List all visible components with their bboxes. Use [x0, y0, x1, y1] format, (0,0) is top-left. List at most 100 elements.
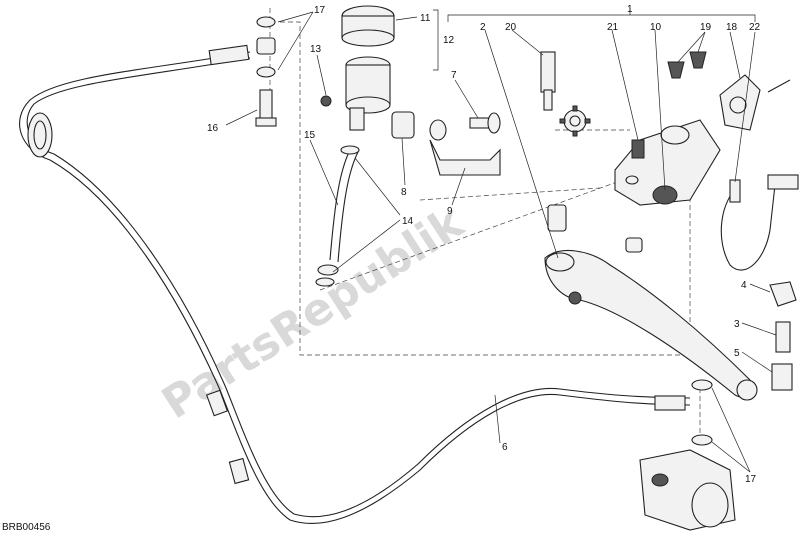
clutch-switch-wire	[720, 184, 776, 271]
sealing-washer-bottom	[256, 66, 276, 78]
leader-7	[454, 79, 479, 119]
leader-5	[741, 351, 773, 373]
leader-21	[611, 29, 639, 141]
leader-3	[741, 322, 777, 336]
reservoir-hose	[329, 149, 351, 261]
callout-9: 9	[447, 206, 453, 217]
leader-17b-2	[711, 441, 751, 473]
leader-22	[734, 31, 756, 183]
bleed-cap	[769, 281, 797, 307]
washer-slave-bottom	[691, 434, 713, 446]
clutch-switch	[767, 174, 799, 190]
callout-17-top: 17	[314, 5, 326, 16]
callout-16: 16	[207, 123, 219, 134]
leader-14a	[354, 157, 401, 216]
clutch-hose	[19, 51, 691, 525]
gear-icon	[559, 105, 591, 137]
leader-11	[395, 16, 418, 21]
callout-22: 22	[749, 22, 761, 33]
leader-19a	[677, 31, 706, 63]
banjo-fitting	[256, 37, 276, 55]
callout-15: 15	[304, 130, 316, 141]
hose-clamp-lower	[315, 277, 335, 287]
hose-clamp-top	[340, 145, 360, 155]
clamp-bolt-1	[667, 61, 685, 79]
callout-4: 4	[741, 280, 747, 291]
switch-connector	[729, 179, 741, 203]
clamp-screw	[767, 79, 791, 93]
master-cylinder-hole	[625, 175, 639, 185]
leader-13	[316, 54, 327, 96]
callout-5: 5	[734, 348, 740, 359]
master-cylinder-port	[660, 125, 690, 145]
leader-10	[654, 29, 666, 191]
hose-end-fitting	[654, 395, 686, 411]
reservoir-nozzle	[349, 107, 365, 131]
callout-1: 1	[627, 4, 633, 15]
hose-sleeve-2	[228, 457, 250, 485]
leader-2	[484, 29, 559, 259]
leader-14b	[332, 219, 401, 273]
spacer-ring	[429, 119, 447, 141]
banjo-bolt-head	[255, 117, 277, 127]
reservoir-bracket-plate	[429, 139, 501, 176]
banjo-bolt	[259, 89, 273, 121]
bleed-valve	[775, 321, 791, 353]
leader-15	[309, 139, 339, 206]
sealing-washer-top	[256, 16, 276, 28]
callout-8: 8	[401, 187, 407, 198]
callout-10: 10	[650, 22, 662, 33]
assembly-box	[280, 21, 691, 356]
master-cylinder-screw	[631, 139, 645, 159]
pivot-pin	[540, 51, 556, 93]
assembly-bracket	[447, 14, 756, 22]
leader-19b	[697, 31, 706, 53]
watermark: PartsRepublik	[153, 196, 473, 429]
callout-12: 12	[443, 35, 455, 46]
clutch-lever	[544, 250, 754, 398]
callout-20: 20	[505, 22, 517, 33]
clamp-hole	[729, 96, 747, 114]
leader-9	[451, 167, 466, 206]
leader-6	[494, 394, 501, 444]
leader-20	[511, 29, 544, 56]
callout-18: 18	[726, 22, 738, 33]
hose-top-fitting	[208, 44, 250, 66]
leader-17a-2	[277, 11, 314, 71]
slave-cylinder-bore	[691, 482, 729, 528]
pivot-pin-thread	[543, 89, 553, 111]
assembly-guide-line	[319, 169, 651, 291]
washer-slave-top	[691, 379, 713, 391]
reservoir-hose-inner	[337, 151, 359, 263]
callout-3: 3	[734, 319, 740, 330]
callout-14: 14	[402, 216, 414, 227]
callout-19: 19	[700, 22, 712, 33]
lever-pivot	[545, 252, 575, 272]
leader-4	[749, 283, 771, 293]
screw-head	[487, 112, 501, 134]
clutch-hose-inner	[26, 57, 691, 518]
hose-clamp-bottom	[317, 264, 339, 276]
leader-8	[401, 137, 406, 186]
hose-clip-inner	[33, 120, 47, 150]
lever-nut	[625, 237, 643, 253]
leader-18	[729, 31, 741, 79]
reservoir-cap-bottom	[341, 29, 395, 47]
callout-21: 21	[607, 22, 619, 33]
callout-13: 13	[310, 44, 322, 55]
callout-2: 2	[480, 22, 486, 33]
rubber-bushing	[391, 111, 415, 139]
callout-7: 7	[451, 70, 457, 81]
callout-11: 11	[420, 13, 431, 24]
callout-6: 6	[502, 442, 508, 453]
callout-17-bottom: 17	[745, 474, 757, 485]
drawing-code: BRB00456	[2, 522, 51, 533]
lever-bushing	[547, 204, 567, 232]
reservoir-screw	[320, 95, 332, 107]
hose-sleeve-1	[205, 389, 229, 417]
leader-17a	[277, 11, 314, 23]
slave-banjo-bolt	[771, 363, 793, 391]
reservoir-bracket	[433, 9, 439, 71]
lever-adjuster	[568, 291, 582, 305]
